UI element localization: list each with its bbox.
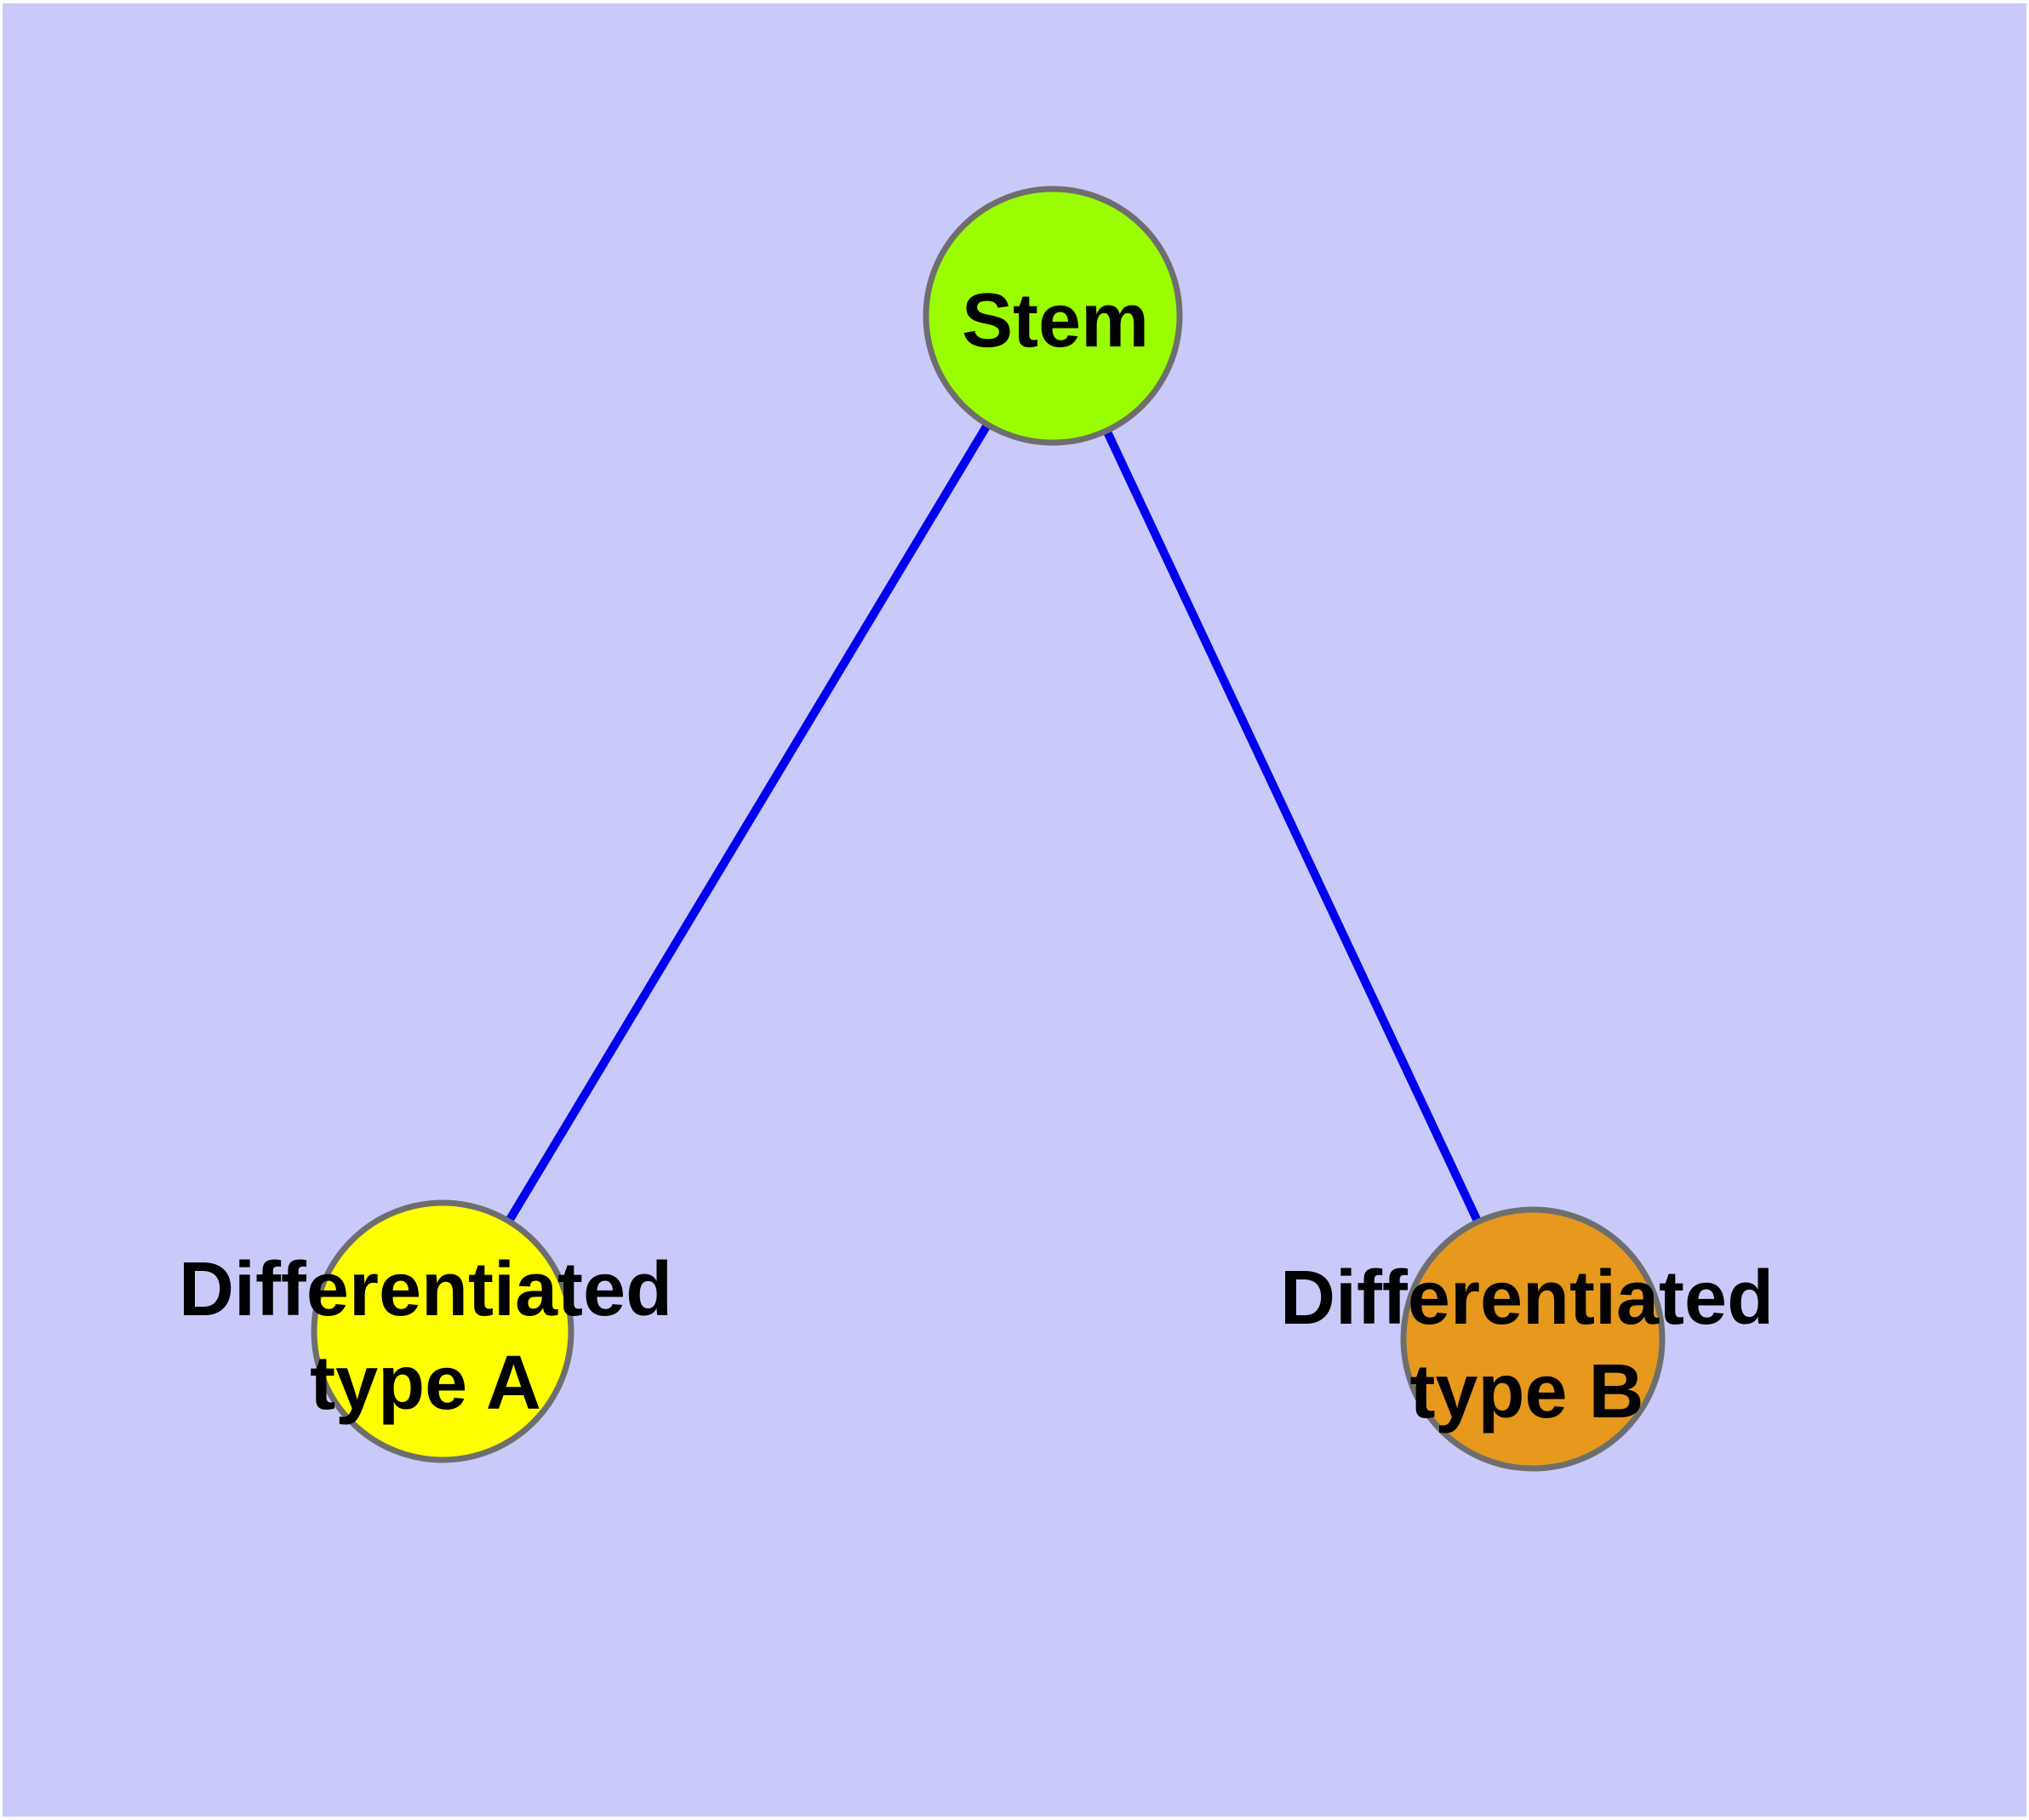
node-differentiated-type-b bbox=[1400, 1206, 1666, 1472]
node-differentiated-type-a bbox=[311, 1199, 574, 1463]
node-label-differentiated-type-b: Differentiated type B bbox=[1279, 1256, 1775, 1434]
node-label-stem: Stem bbox=[961, 278, 1150, 363]
edge-stem-to-type-b bbox=[1049, 313, 1537, 1342]
edge-stem-to-type-a bbox=[438, 313, 1057, 1334]
node-label-differentiated-type-a: Differentiated type A bbox=[178, 1247, 673, 1426]
node-stem bbox=[923, 186, 1183, 446]
